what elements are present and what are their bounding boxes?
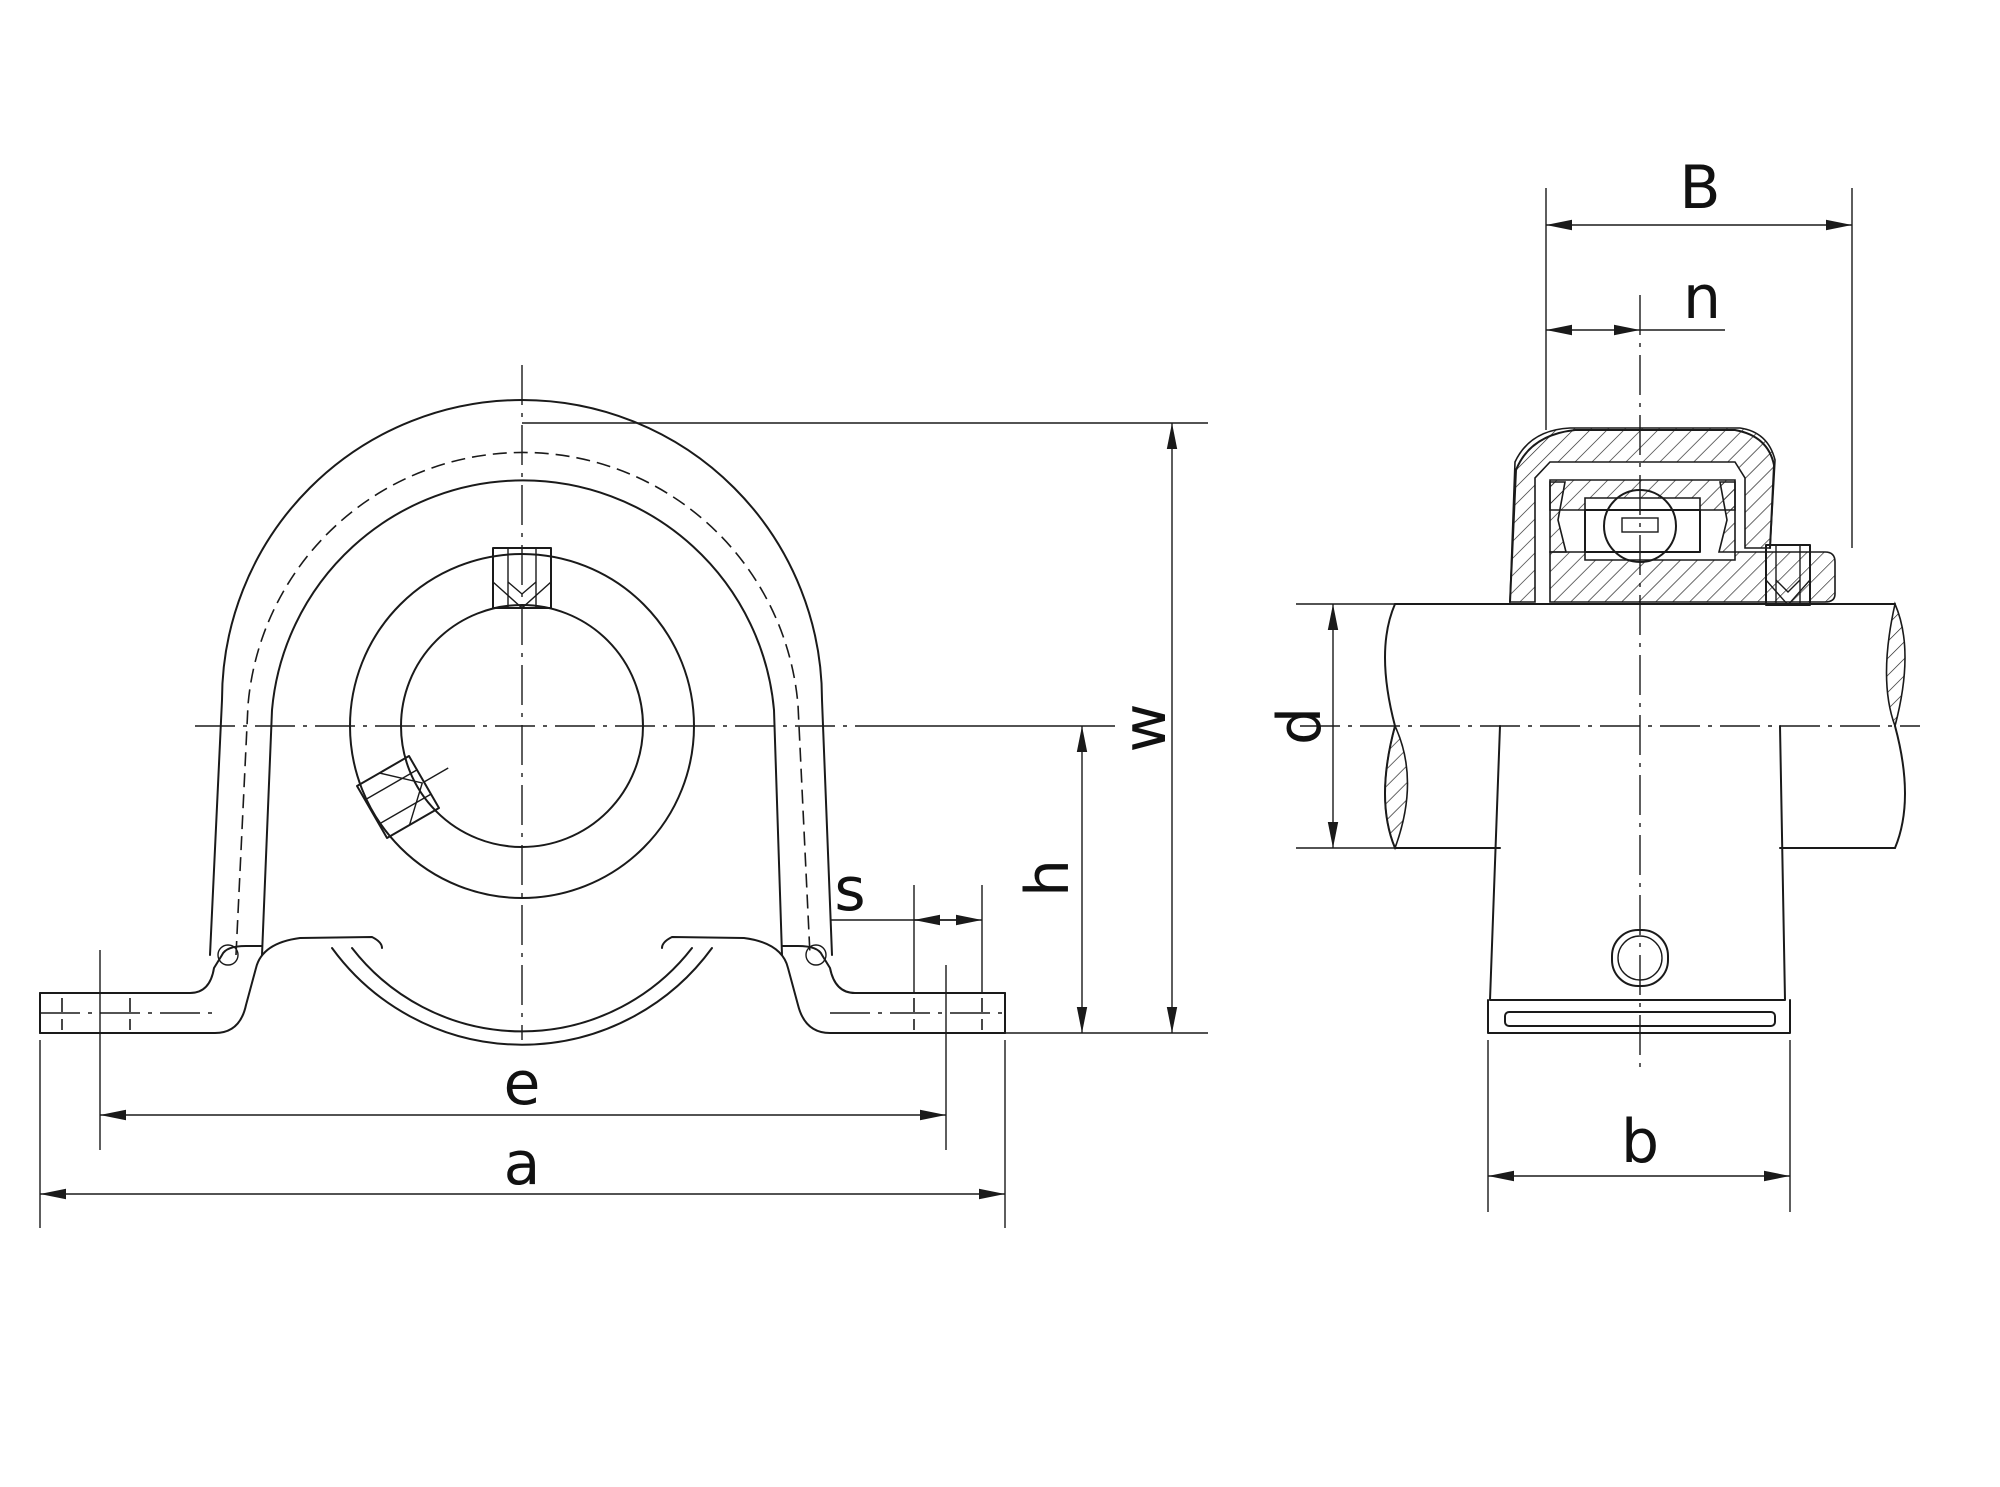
pedestal-foot [1487,999,1791,1034]
label-B: B [1679,153,1720,223]
label-b: b [1621,1107,1659,1177]
seal-right [1717,481,1736,553]
lube-hole-inner [1617,935,1663,981]
side-view: B n b d [1265,153,1920,1212]
set-screw-top [492,547,552,609]
housing-cap-section [1509,427,1776,603]
label-d: d [1265,707,1335,745]
bearing-ball [1603,489,1677,563]
bolt-hole-right [830,998,1005,1030]
base-flange-right [781,945,1006,994]
label-n: n [1683,263,1721,333]
base-flange-left [39,945,263,994]
label-h: h [1013,859,1083,897]
label-s: s [834,855,865,925]
front-view: e a s w h [39,365,1208,1228]
label-a: a [504,1129,541,1199]
housing-inner-outline [261,479,783,956]
pedestal-body [1489,725,1786,1001]
set-screw-angled [356,755,449,839]
insert-outer-ring-section [1549,479,1736,511]
housing-cap-outline [1509,429,1775,603]
base-flange-right-bottom [661,936,1006,1034]
foot-slot [1504,1011,1776,1027]
housing-outer-outline [209,399,833,956]
fillet-left [217,944,239,966]
shaft-bore [400,604,644,848]
fillet-right [805,944,827,966]
label-w: w [1110,703,1180,752]
cage-pin [1621,517,1659,533]
shaft [1384,601,1906,851]
bolt-hole-left [40,998,215,1030]
bearing-bottom-arc-inner [351,947,693,1033]
ball-cage [1584,509,1701,553]
insert-outer-ring [349,553,695,899]
seal-left [1549,481,1568,553]
bearing-bottom-arc [331,947,713,1046]
lube-hole [1611,929,1669,987]
insert-inner-ring-section [1549,551,1836,603]
base-flange-left-bottom [39,936,383,1034]
label-e: e [504,1049,541,1119]
housing-hidden-outline [235,451,811,956]
